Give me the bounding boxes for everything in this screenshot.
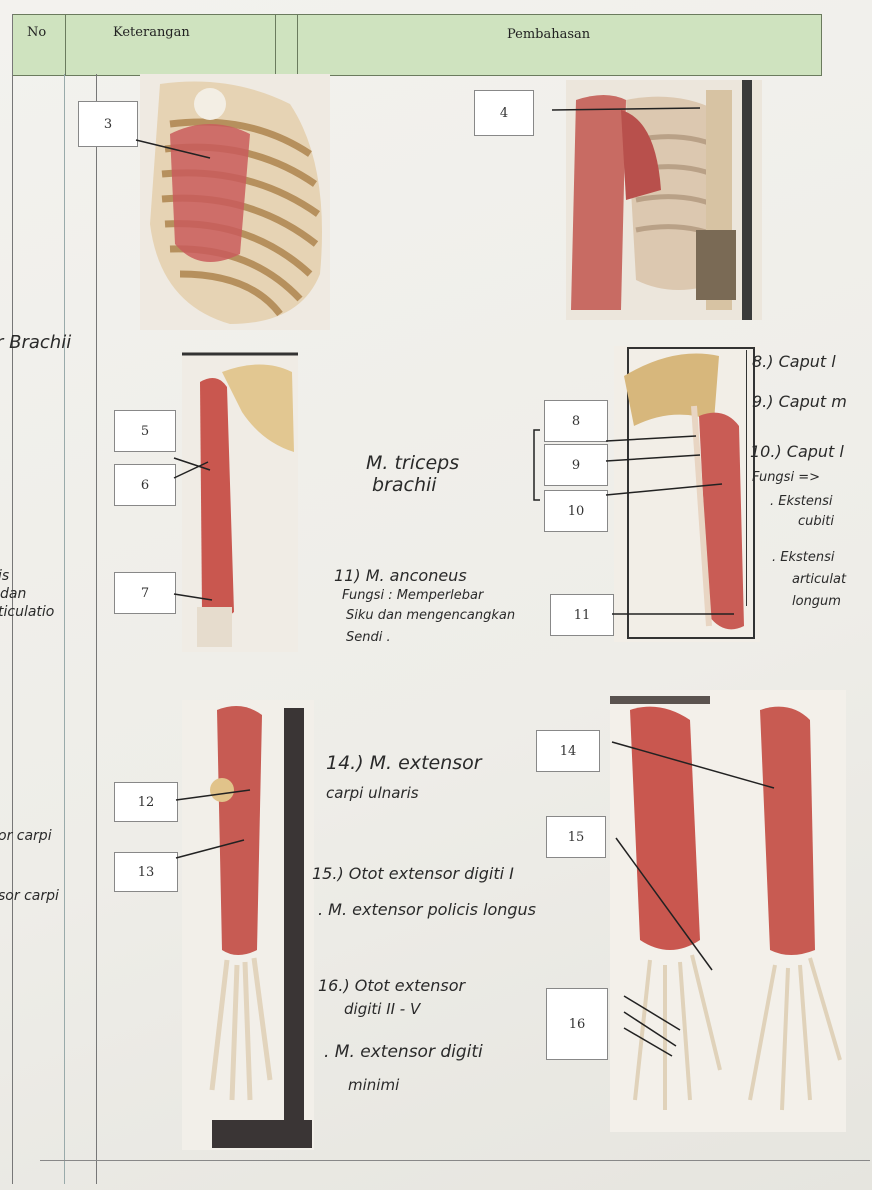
note-fungsi: longum: [792, 594, 841, 609]
note-15: 15.) Otot extensor digiti I: [312, 864, 514, 883]
note-16: digiti II - V: [344, 1000, 420, 1018]
note-caput: 10.) Caput l: [750, 442, 844, 461]
note-triceps: M. triceps: [366, 452, 459, 474]
note-14: carpi ulnaris: [326, 784, 419, 802]
note-triceps: brachii: [372, 474, 437, 496]
note-14: 14.) M. extensor: [326, 752, 482, 774]
note-16: . M. extensor digiti: [324, 1042, 483, 1062]
note-fungsi: . Ekstensi: [772, 550, 835, 565]
note-fungsi: Fungsi =>: [752, 470, 820, 485]
note-anconeus: Sendi .: [346, 630, 391, 645]
note-caput: 8.) Caput l: [752, 352, 836, 371]
note-anconeus: Siku dan mengencangkan: [346, 608, 515, 623]
note-16: 16.) Otot extensor: [318, 976, 465, 995]
note-caput: 9.) Caput m: [752, 392, 847, 411]
note-anconeus: Fungsi : Memperlebar: [342, 588, 483, 603]
note-anconeus: 11) M. anconeus: [334, 566, 467, 585]
note-fungsi: articulat: [792, 572, 846, 587]
note-fungsi: cubiti: [798, 514, 834, 529]
note-15: . M. extensor policis longus: [318, 900, 536, 919]
note-fungsi: . Ekstensi: [770, 494, 833, 509]
note-16: minimi: [348, 1076, 399, 1094]
right-notes-divider: [746, 350, 747, 606]
